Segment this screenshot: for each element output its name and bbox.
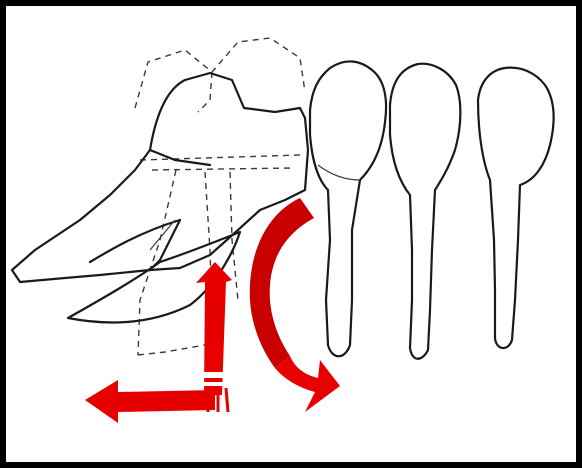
vertical-elevation-arrow (196, 262, 232, 412)
first-molar (390, 64, 460, 359)
distal-arrow (85, 380, 215, 423)
second-molar (310, 61, 386, 356)
premolar (478, 68, 554, 348)
